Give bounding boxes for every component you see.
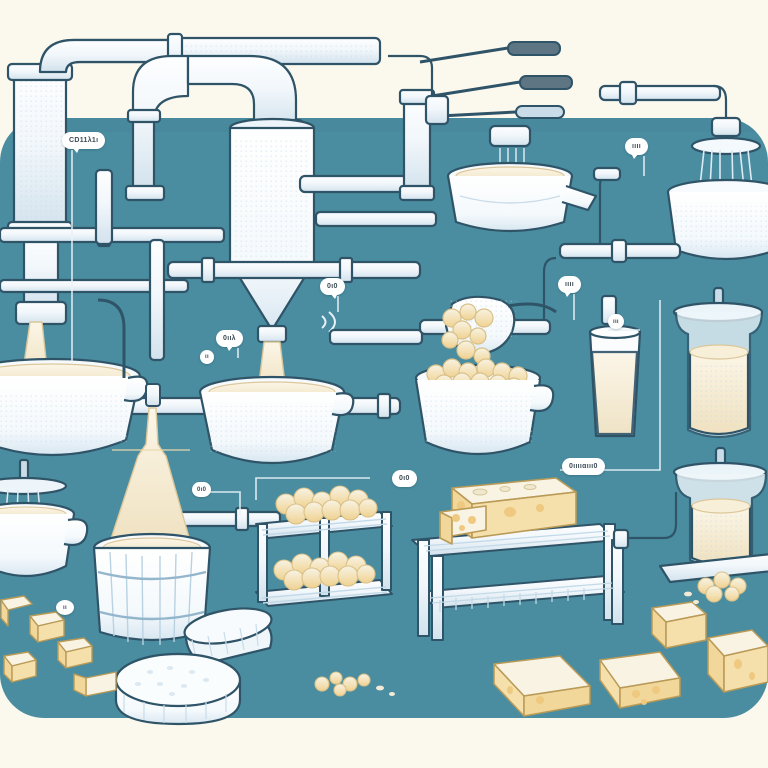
callout-label: 0ııλ <box>223 335 236 342</box>
cheese-cubes-right <box>651 601 768 693</box>
curd-scoop-pot <box>414 358 555 456</box>
left-mixing-bowl <box>0 298 149 457</box>
callout-label: ιι <box>205 354 209 360</box>
callout-bubble-3[interactable]: 0ııλ <box>216 330 243 351</box>
callout-bubble-10[interactable]: ιι <box>56 600 74 615</box>
cheese-wedges-center <box>493 651 681 717</box>
cheese-slice-on-table <box>439 505 487 545</box>
callout-label: 0ι0 <box>399 475 410 482</box>
callout-bubble-6[interactable]: ıιιı <box>558 276 581 297</box>
curds-falling <box>441 303 494 365</box>
callout-label: ιι <box>63 604 67 611</box>
callout-bubble-8[interactable]: 0ιιιιαιıι0 <box>562 458 605 475</box>
callout-bubble-7[interactable]: 0ι0 <box>392 470 417 487</box>
callout-label: ıııı <box>632 143 641 150</box>
cheese-cubes-left <box>0 595 117 697</box>
callout-bubble-11[interactable]: 0ι0 <box>192 482 212 497</box>
callout-label: 0ιιιιαιıι0 <box>569 463 598 470</box>
curd-drying-rack <box>255 511 393 607</box>
burner-handles <box>388 41 573 126</box>
storage-jar-top <box>672 286 764 439</box>
curds-on-rack-bottom <box>273 551 376 591</box>
callout-bubble-4[interactable]: ιι <box>200 350 214 364</box>
storage-jar-bottom <box>612 446 768 584</box>
cheese-wheels <box>114 607 273 726</box>
callout-bubble-9[interactable]: ıιι <box>608 314 624 329</box>
scattered-curds <box>314 571 747 697</box>
milk-glass <box>588 294 642 438</box>
center-mixing-bowl <box>198 375 355 465</box>
callout-label: 0ι0 <box>197 486 207 493</box>
small-shower-pot <box>0 458 89 578</box>
callout-label: ıιι <box>613 318 619 325</box>
heated-saucepan <box>446 124 598 233</box>
callout-label: CD11λ1ı <box>69 137 99 144</box>
callout-bubble-1[interactable]: CD11λ1ı <box>62 132 106 153</box>
curds-on-rack-top <box>275 485 378 525</box>
callout-bubble-2[interactable]: ıııı <box>625 138 648 159</box>
callout-label: 0ι0 <box>327 283 338 290</box>
callout-label: ıιιı <box>565 281 574 288</box>
callout-bubble-5[interactable]: 0ι0 <box>320 278 345 299</box>
elbow-pipe-manifold <box>124 54 305 202</box>
pressing-vat <box>92 532 212 646</box>
separator-cone-tank <box>228 117 336 393</box>
bottom-cream-strip <box>0 718 768 768</box>
panel-contents <box>0 118 768 132</box>
shower-head-pot <box>598 80 768 261</box>
curd-specks <box>376 591 699 696</box>
